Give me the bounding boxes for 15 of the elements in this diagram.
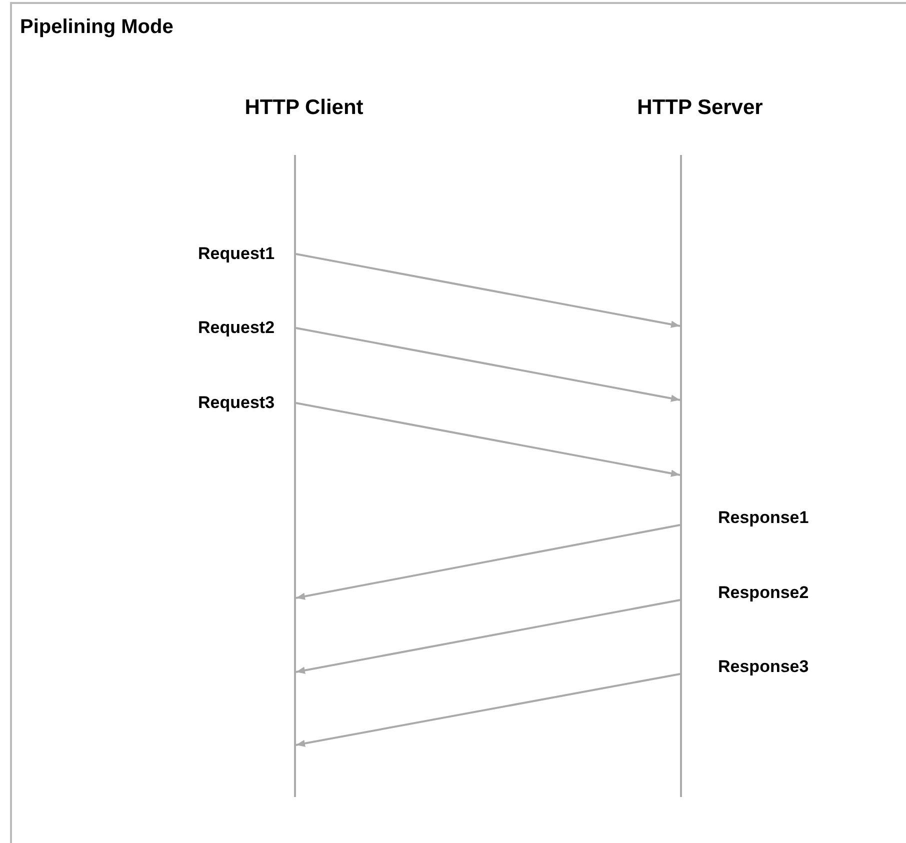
message-label: Response1 xyxy=(718,508,809,528)
participant-name: HTTP Client xyxy=(244,96,364,120)
message-arrow xyxy=(296,253,680,328)
message-arrow xyxy=(296,402,680,477)
message-arrow xyxy=(296,673,680,747)
diagram-title: Pipelining Mode xyxy=(20,16,174,39)
message-label: Request1 xyxy=(198,244,275,264)
message-label: Request2 xyxy=(198,318,275,338)
message-arrow xyxy=(296,599,680,674)
message-arrow xyxy=(296,524,680,600)
participant-name: HTTP Server xyxy=(637,96,763,120)
message-label: Response2 xyxy=(718,583,809,603)
message-label: Request3 xyxy=(198,393,275,413)
message-label: Response3 xyxy=(718,657,809,677)
message-arrow xyxy=(296,327,680,402)
